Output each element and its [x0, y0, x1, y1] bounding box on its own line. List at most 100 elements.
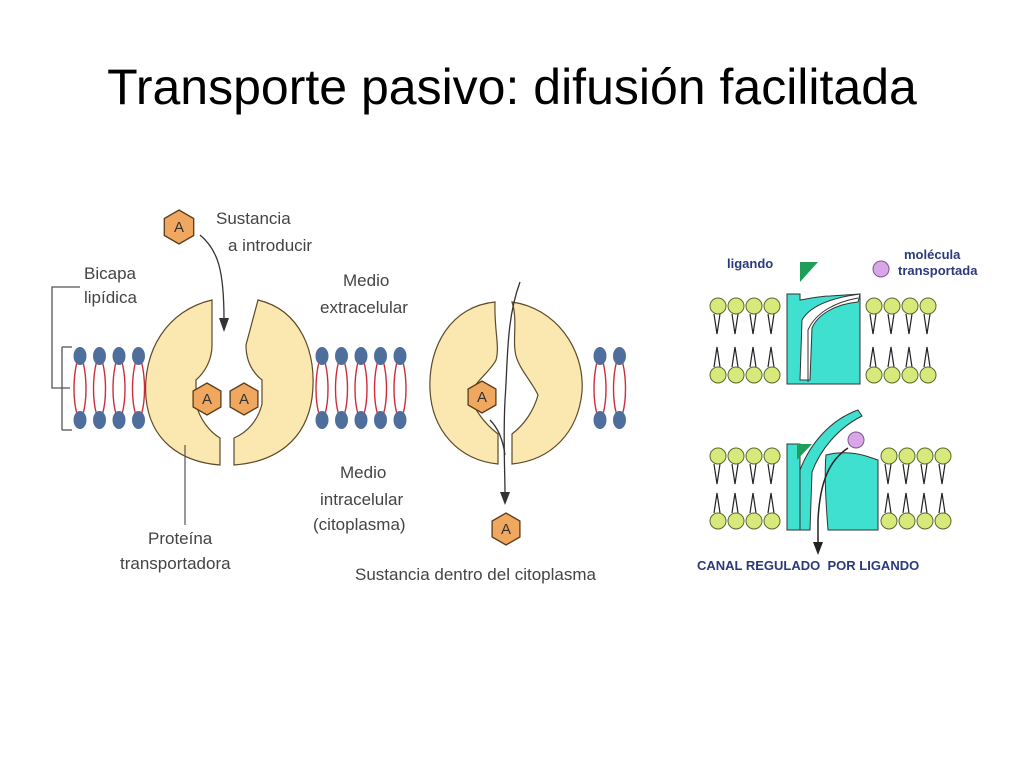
arrow-to-cytoplasm [489, 281, 521, 496]
lipid-tail [749, 463, 757, 485]
arrow-to-cytoplasm-head [500, 492, 510, 505]
lipid-bilayer-left [73, 347, 627, 429]
label-medio-int-3: (citoplasma) [313, 515, 406, 534]
lipid-head [898, 512, 916, 530]
lipid-head [745, 512, 763, 530]
lipid-head [727, 297, 745, 315]
lipid-tail [938, 463, 946, 485]
lipid-tail [920, 492, 928, 514]
lipid-head [763, 366, 781, 384]
lipid-head [709, 447, 727, 465]
lipid-tail [713, 463, 721, 485]
lipid-head [613, 347, 626, 365]
lipid-head [335, 347, 348, 365]
lipid-tail [373, 361, 379, 415]
lipid-tail [402, 361, 407, 415]
lipid-tail [82, 361, 87, 415]
lipid-head [763, 512, 781, 530]
lipid-tail [920, 463, 928, 485]
lipid-tail [363, 361, 368, 415]
lipid-head [745, 366, 763, 384]
lipid-head [112, 347, 126, 365]
slide-title: Transporte pasivo: difusión facilitada [107, 59, 917, 115]
lipid-head [73, 411, 87, 429]
lipid-tail [923, 313, 931, 335]
lipid-head [916, 512, 934, 530]
lipid-head [865, 297, 883, 315]
label-medio-int-2: intracelular [320, 490, 403, 509]
ligand-channel-closed [786, 293, 861, 385]
lipid-head [883, 366, 901, 384]
lipid-head [613, 411, 626, 429]
lipid-head [132, 347, 145, 365]
lipid-tail [731, 463, 739, 485]
lipid-head [727, 512, 745, 530]
label-transportada: transportada [898, 263, 978, 278]
lipid-tail [602, 361, 607, 415]
ligand-top [800, 262, 818, 282]
lipid-head [916, 447, 934, 465]
lipid-head [709, 297, 727, 315]
lipid-tail [938, 492, 946, 514]
lipid-tail [354, 361, 359, 415]
label-proteina: Proteína [148, 529, 213, 548]
lipid-head [934, 512, 952, 530]
lipid-head [315, 411, 329, 429]
lipid-tail [101, 361, 107, 415]
lipid-head [354, 347, 368, 365]
label-canal-regulado: CANAL REGULADO POR LIGANDO [697, 558, 919, 573]
lipid-head [745, 447, 763, 465]
lipid-head [73, 347, 87, 365]
molecule-a: A [491, 512, 521, 546]
lipid-tail [121, 361, 126, 415]
lipid-tail [112, 361, 117, 415]
lipid-tail [887, 346, 895, 368]
lipid-tail [884, 463, 892, 485]
lipid-tail [382, 361, 388, 415]
molecule-a: A [163, 209, 195, 245]
transported-molecule-top [872, 260, 890, 278]
label-lipidica: lipídica [84, 288, 137, 307]
lipid-head [374, 411, 387, 429]
transported-molecule-bottom [847, 431, 865, 449]
label-transportadora: transportadora [120, 554, 231, 573]
lipid-tail [905, 346, 913, 368]
lipid-head [132, 411, 145, 429]
lipid-tail [731, 346, 739, 368]
molecule-a: A [229, 382, 259, 416]
lipid-head [335, 411, 348, 429]
ligand-channel-open [786, 409, 879, 531]
molecule-a-label: A [202, 391, 212, 408]
molecule-path-arrow [817, 447, 849, 545]
lipid-tail [324, 361, 329, 415]
lipid-head [354, 411, 368, 429]
lipid-head [93, 347, 106, 365]
lipid-tail [731, 313, 739, 335]
label-bicapa: Bicapa [84, 264, 137, 283]
label-sustancia-dentro: Sustancia dentro del citoplasma [355, 565, 597, 584]
lipid-tail [905, 313, 913, 335]
carrier-protein-1 [145, 299, 314, 466]
lipid-head [745, 297, 763, 315]
lipid-head [727, 366, 745, 384]
lipid-head [393, 347, 407, 365]
lipid-tail [315, 361, 320, 415]
lipid-tail [612, 361, 618, 415]
lipid-tail [869, 346, 877, 368]
molecule-a-label: A [239, 391, 249, 408]
lipid-tail [713, 492, 721, 514]
lipid-head [865, 366, 883, 384]
lipid-head [919, 366, 937, 384]
lipid-head [315, 347, 329, 365]
lipid-head [763, 297, 781, 315]
lipid-tail [902, 463, 910, 485]
lipid-head [93, 411, 106, 429]
label-a-introducir: a introducir [228, 236, 312, 255]
lipid-head [880, 512, 898, 530]
lipid-head [112, 411, 126, 429]
lipid-head [934, 447, 952, 465]
lipid-tail [343, 361, 349, 415]
lipid-tail [749, 313, 757, 335]
lipid-tail [884, 492, 892, 514]
